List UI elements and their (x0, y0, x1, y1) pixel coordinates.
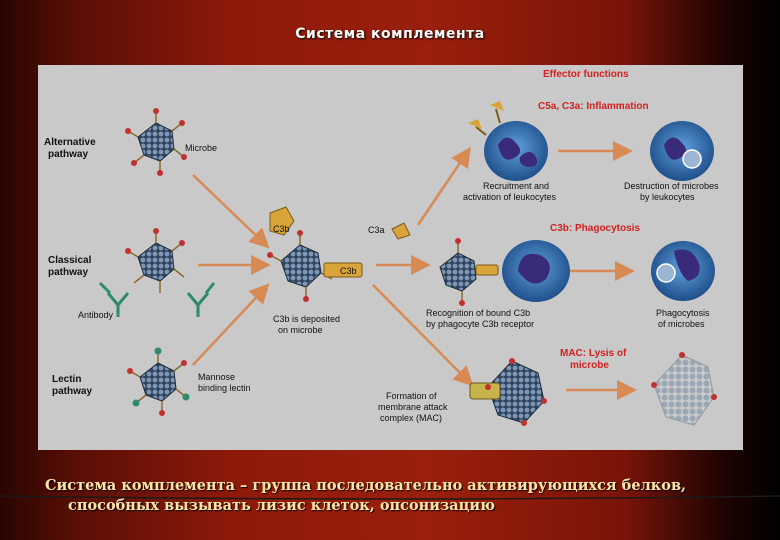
recruit-label-2: activation of leukocytes (463, 192, 557, 202)
slide-caption: Система комплемента – группа последовате… (45, 476, 745, 516)
phagocytosis-header: C3b: Phagocytosis (550, 223, 640, 234)
classical-pathway-label-1: Classical (48, 255, 92, 266)
mac-microbe (470, 358, 547, 426)
leukocyte-recruited (468, 101, 548, 181)
caption-line-1: Система комплемента – группа последовате… (45, 477, 686, 494)
lectin-pathway-label-2: pathway (52, 386, 92, 397)
c3a-label: C3a (368, 225, 385, 235)
antibody-label: Antibody (78, 310, 114, 320)
slide-title: Система комплемента (0, 26, 780, 42)
mac-form-label-3: complex (MAC) (380, 413, 442, 423)
mannose-label-1: Mannose (198, 372, 235, 382)
leukocyte-destroying (650, 121, 714, 181)
destruct-label-1: Destruction of microbes (624, 181, 719, 191)
alt-pathway-label-2: pathway (48, 149, 88, 160)
alt-pathway-label-1: Alternative (44, 137, 96, 148)
recruit-label-1: Recruitment and (483, 181, 549, 191)
phago-label-2: of microbes (658, 319, 705, 329)
lectin-pathway-label-1: Lectin (52, 374, 81, 385)
microbe-label: Microbe (185, 143, 217, 153)
phago-label-1: Phagocytosis (656, 308, 710, 318)
deposit-label-2: on microbe (278, 325, 323, 335)
complement-diagram: Effector functions C5a, C3a: Inflammatio… (38, 65, 743, 450)
mac-header-line2: microbe (570, 360, 609, 371)
microbe-alternative (125, 108, 187, 176)
c3b-center-label: C3b (340, 266, 357, 276)
microbe-opsonized (440, 238, 498, 306)
microbe-lectin (127, 348, 190, 417)
lysed-microbe (651, 352, 717, 425)
effector-header: Effector functions (543, 69, 629, 80)
mac-header-line1: MAC: Lysis of (560, 348, 627, 359)
recog-label-2: by phagocyte C3b receptor (426, 319, 534, 329)
c3a-protein-icon (392, 223, 410, 239)
pathway-arrows (193, 175, 266, 365)
phagocyte-cell (502, 240, 570, 302)
mac-form-label-2: membrane attack (378, 402, 448, 412)
mac-form-label-1: Formation of (386, 391, 437, 401)
recog-label-1: Recognition of bound C3b (426, 308, 530, 318)
deposit-label-1: C3b is deposited (273, 314, 340, 324)
microbe-classical (125, 228, 185, 293)
mannose-label-2: binding lectin (198, 383, 251, 393)
classical-pathway-label-2: pathway (48, 267, 88, 278)
c3b-top-label: C3b (273, 224, 290, 234)
antibody-icon (100, 283, 214, 317)
caption-line-2: способных вызывать лизис клеток, опсониз… (45, 496, 745, 516)
phagocyte-engulfed (651, 241, 715, 301)
inflammation-header: C5a, C3a: Inflammation (538, 101, 649, 112)
destruct-label-2: by leukocytes (640, 192, 695, 202)
